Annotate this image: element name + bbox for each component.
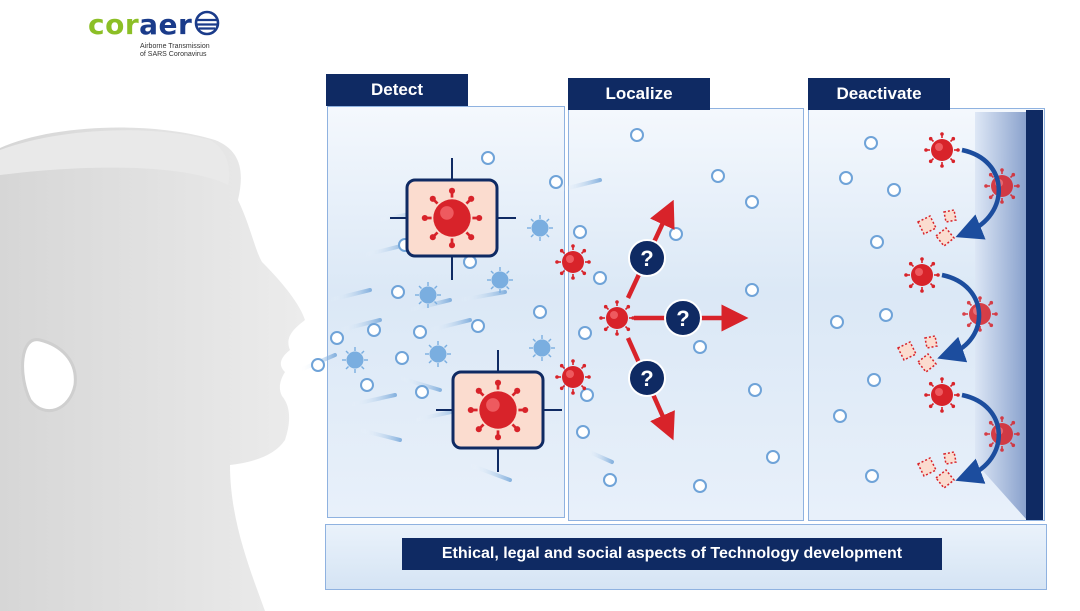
localize-viruses xyxy=(554,243,636,396)
deactivate-arrows xyxy=(937,147,1001,484)
droplets xyxy=(311,128,901,493)
logo-wordmark: coraer xyxy=(88,10,220,42)
question-mark-3: ? xyxy=(640,366,653,391)
stage-header-localize: Localize xyxy=(568,78,710,110)
virus-fragments xyxy=(896,209,957,490)
human-head-icon xyxy=(0,127,305,611)
detect-target-top xyxy=(390,158,516,280)
deactivation-wall xyxy=(975,110,1043,520)
question-mark-icons: ? ? ? xyxy=(628,239,702,397)
detect-target-bottom xyxy=(436,350,562,472)
question-mark-1: ? xyxy=(640,246,653,271)
globe-icon xyxy=(194,10,220,42)
stage-header-deactivate: Deactivate xyxy=(808,78,950,110)
question-mark-2: ? xyxy=(676,306,689,331)
coraero-logo: coraer Airborne Transmission of SARS Cor… xyxy=(88,10,220,58)
stage-header-detect: Detect xyxy=(326,74,468,106)
logo-tagline: Airborne Transmission of SARS Coronaviru… xyxy=(140,43,210,58)
ethics-label: Ethical, legal and social aspects of Tec… xyxy=(402,538,942,570)
